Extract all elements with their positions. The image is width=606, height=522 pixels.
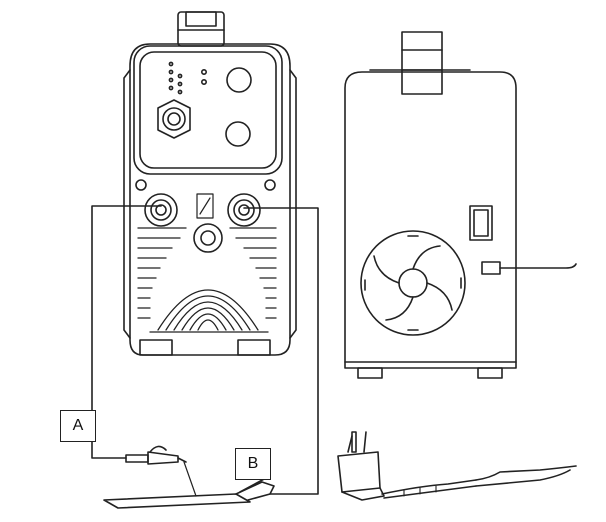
cooling-fan — [360, 230, 466, 336]
indicator-led — [168, 69, 174, 75]
control-panel — [133, 45, 283, 175]
electrode-holder — [125, 445, 197, 497]
indicator-led — [168, 85, 174, 91]
indicator-led — [168, 77, 174, 83]
earth-clamp-cable — [243, 207, 319, 495]
current-knob — [226, 67, 252, 93]
indicator-led — [168, 61, 174, 67]
welder-front-view — [123, 11, 297, 356]
welder-rear-view — [344, 31, 577, 379]
indicator-led — [177, 89, 183, 95]
indicator-led — [177, 73, 183, 79]
front-feet — [139, 339, 271, 356]
label-b: B — [235, 448, 271, 480]
power-switch — [469, 205, 493, 241]
control-connector — [193, 223, 223, 253]
negative-output-socket — [144, 193, 178, 227]
power-cable-entry — [481, 261, 577, 275]
mode-knob — [225, 121, 251, 147]
ventilation-grille — [137, 227, 277, 333]
positive-output-socket — [227, 193, 261, 227]
indicator-led — [201, 69, 208, 76]
indicator-led — [177, 81, 183, 87]
electrode-holder-cable — [91, 205, 162, 459]
workpiece — [103, 493, 251, 509]
rear-handle — [369, 31, 471, 95]
earth-clamp — [235, 477, 275, 501]
rear-feet — [357, 367, 503, 379]
indicator-led — [201, 79, 208, 86]
front-handle — [177, 11, 225, 47]
label-a: A — [60, 410, 96, 442]
hex-fitting — [157, 99, 191, 139]
mains-plug — [337, 431, 577, 501]
